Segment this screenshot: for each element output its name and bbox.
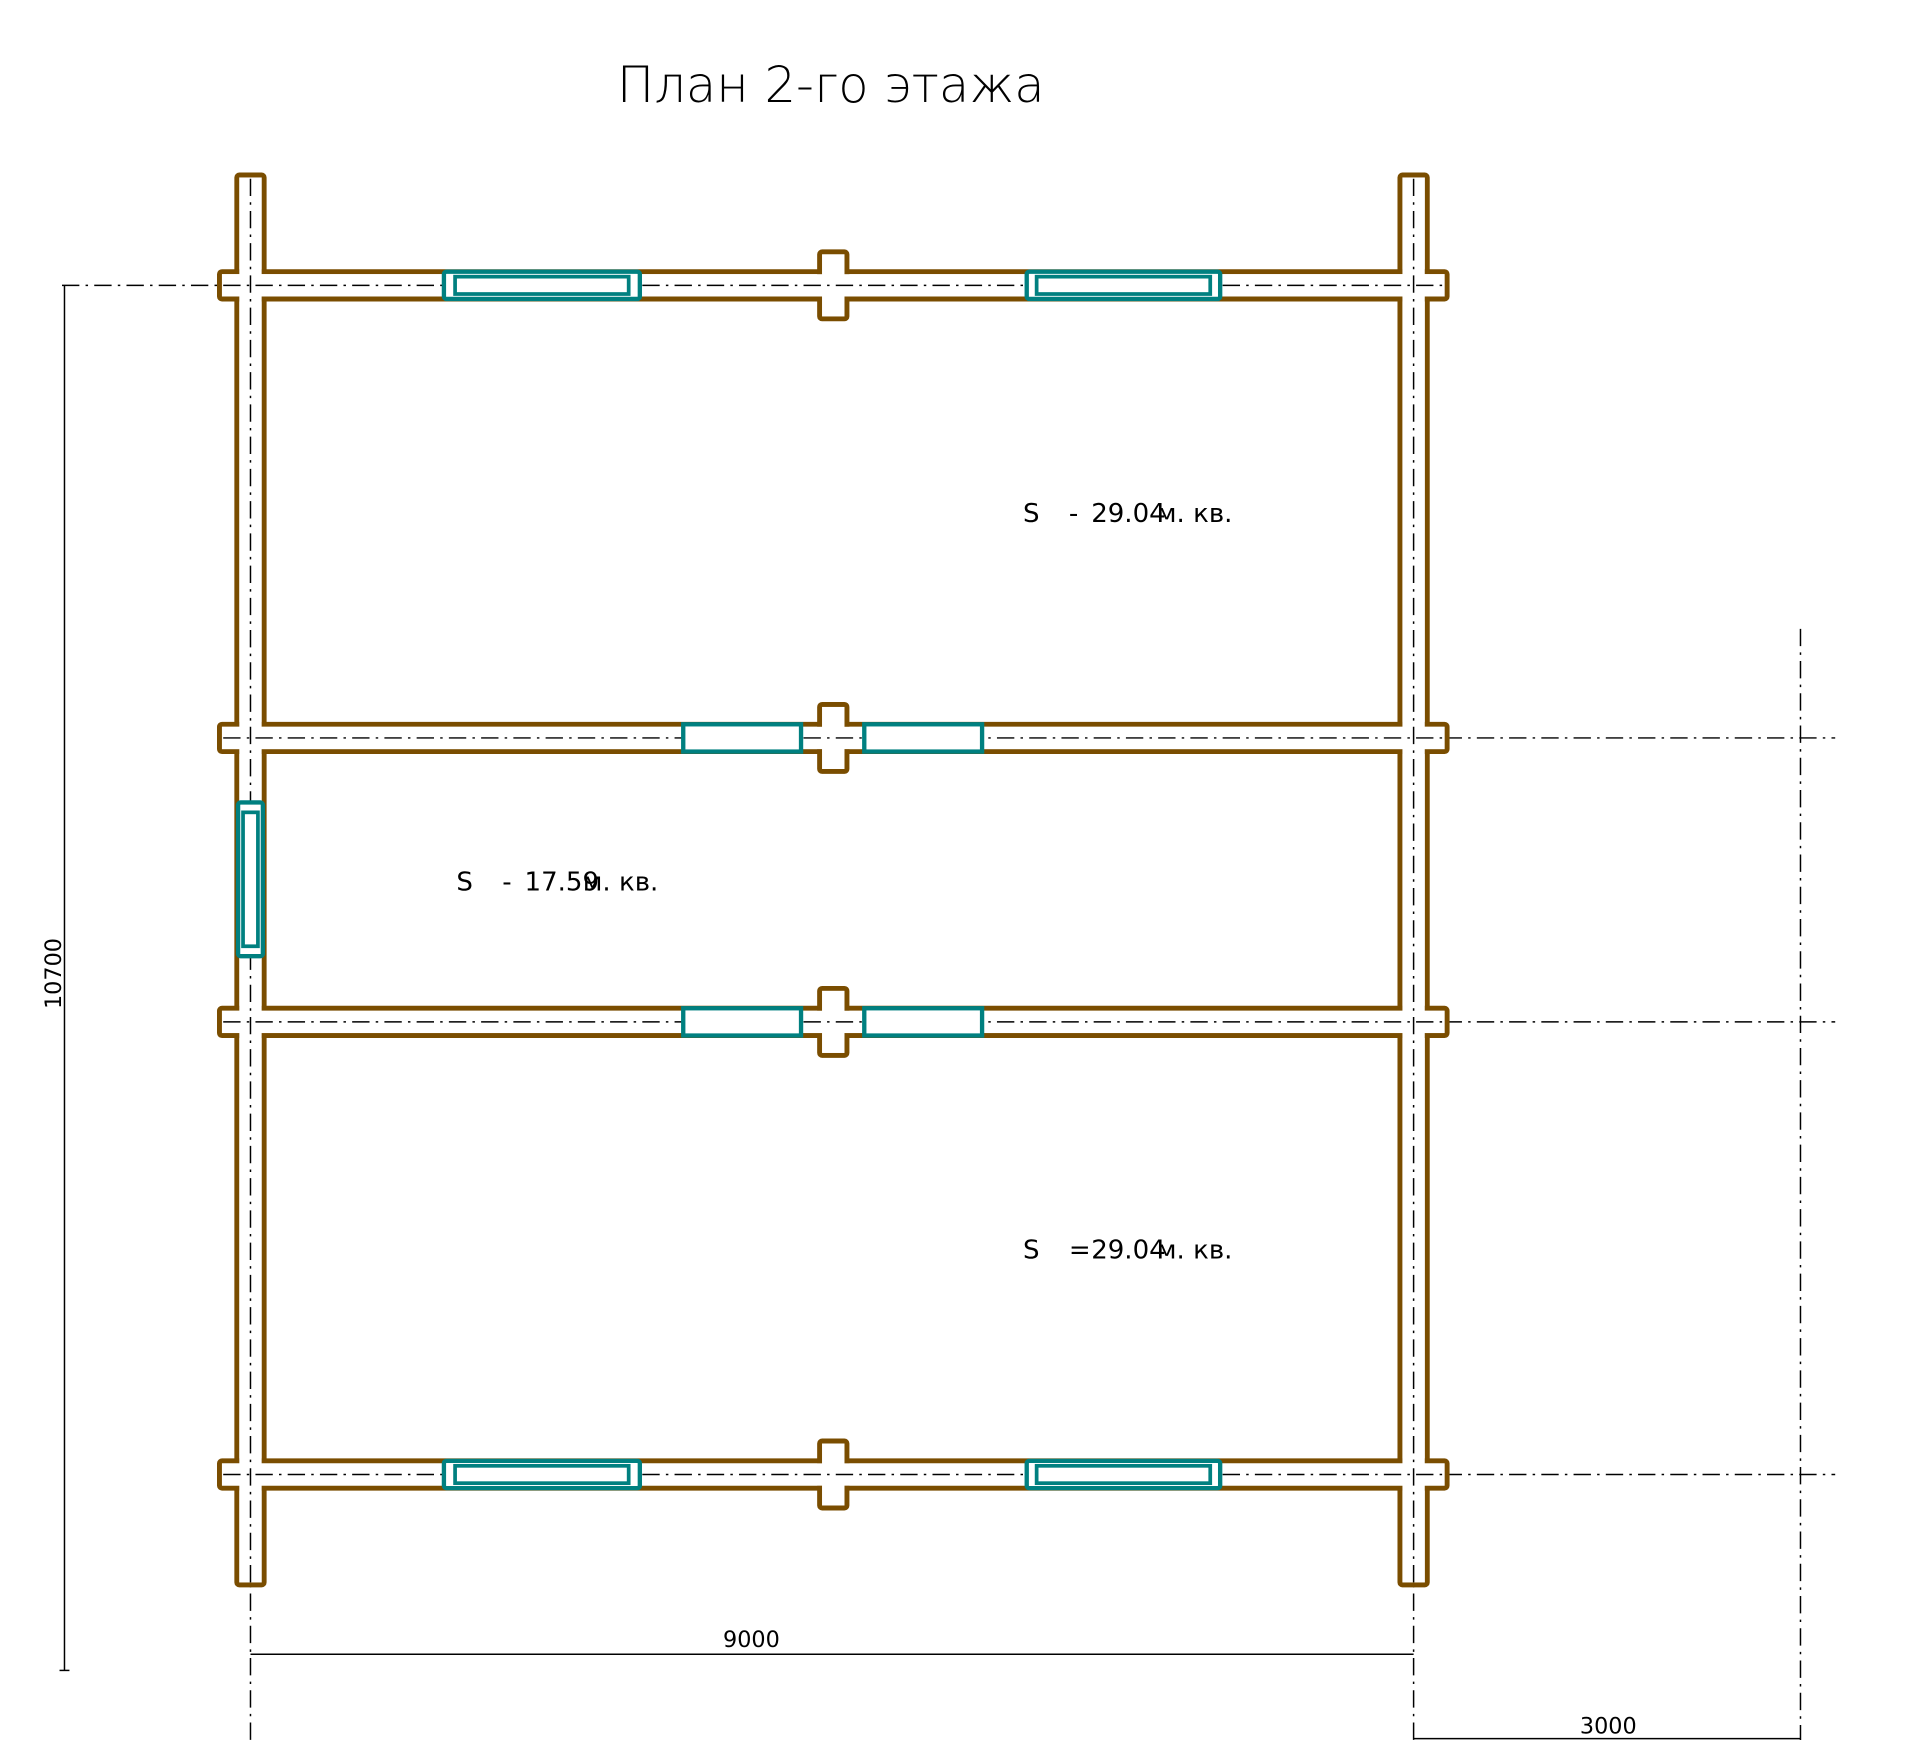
plan-title: План 2-го этажа — [617, 56, 1045, 114]
door-opening — [862, 722, 985, 754]
svg-text:3000: 3000 — [1580, 1714, 1637, 1740]
room-area-label: S = 29.04 м. кв. — [1023, 1236, 1232, 1266]
svg-text:S: S — [1023, 499, 1040, 529]
dimension-width: 9000 — [250, 1627, 1414, 1656]
room-area-label: S - 29.04 м. кв. — [1023, 499, 1232, 529]
walls — [216, 172, 1450, 1588]
room-area-label: S - 17.59 м. кв. — [456, 867, 658, 897]
door-opening — [681, 722, 804, 754]
svg-text:=: = — [1069, 1236, 1091, 1266]
svg-text:S: S — [1023, 1236, 1040, 1266]
svg-text:17.59: 17.59 — [525, 867, 600, 897]
svg-text:10700: 10700 — [41, 938, 67, 1009]
svg-text:29.04: 29.04 — [1091, 1236, 1166, 1266]
dimension-height: 10700 — [41, 285, 70, 1672]
svg-text:S: S — [456, 867, 473, 897]
svg-text:м. кв.: м. кв. — [583, 867, 659, 897]
svg-text:м. кв.: м. кв. — [1157, 499, 1233, 529]
svg-text:м. кв.: м. кв. — [1157, 1236, 1233, 1266]
svg-text:-: - — [502, 867, 511, 897]
door-opening — [862, 1006, 985, 1038]
window-left-wall — [235, 800, 266, 959]
dimension-extension: 3000 — [1413, 1714, 1801, 1740]
door-opening — [681, 1006, 804, 1038]
svg-text:-: - — [1069, 499, 1078, 529]
grid-axes — [62, 174, 1836, 1740]
windows — [235, 269, 1223, 1491]
wall-centerlines — [223, 178, 1445, 1583]
window-bottom-left — [441, 1458, 643, 1491]
window-bottom-right — [1024, 1458, 1223, 1491]
window-top-right — [1024, 269, 1223, 302]
window-top-left — [441, 269, 643, 302]
svg-text:9000: 9000 — [723, 1627, 780, 1653]
svg-text:29.04: 29.04 — [1091, 499, 1166, 529]
